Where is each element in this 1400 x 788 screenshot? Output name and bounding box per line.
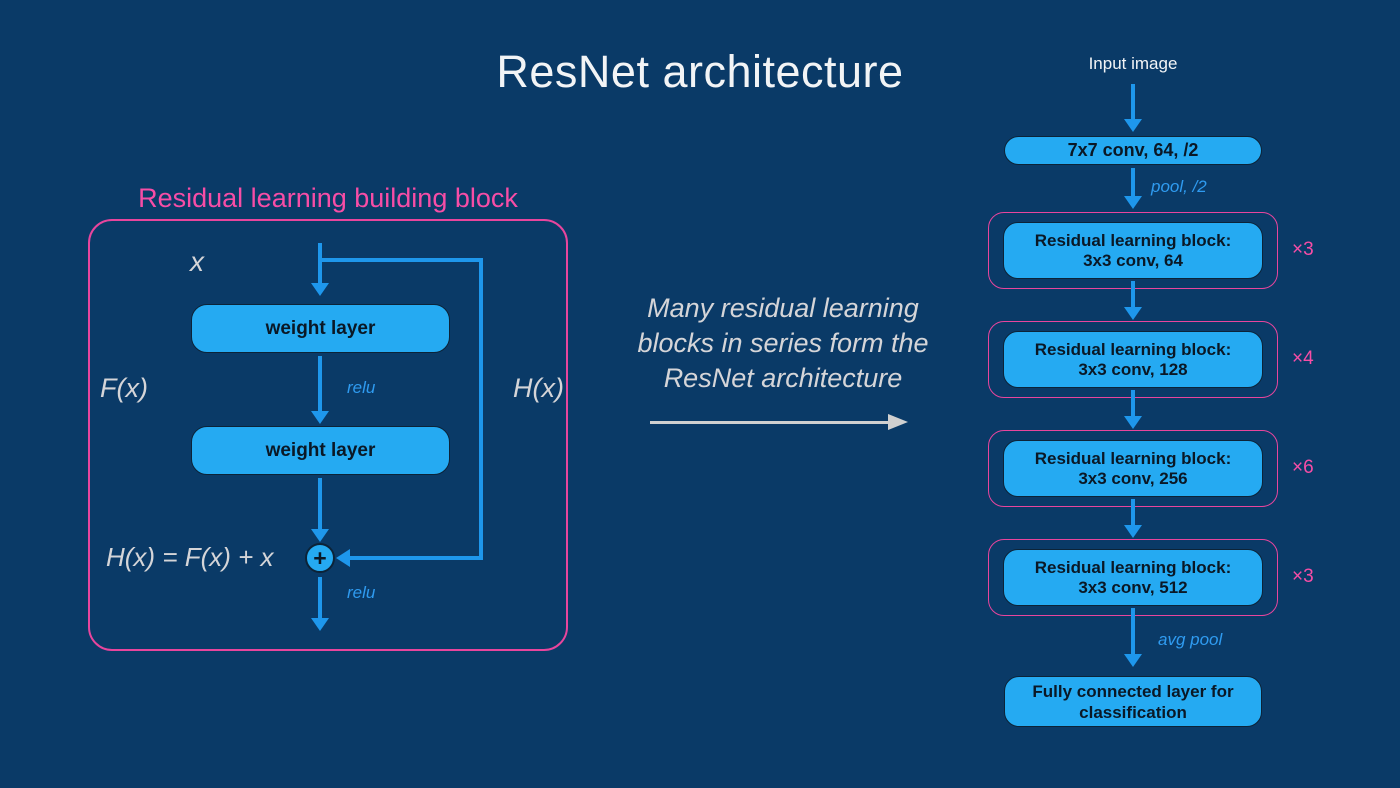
residual-block-4-line1: Residual learning block: xyxy=(1034,557,1232,577)
residual-block-3-line1: Residual learning block: xyxy=(1034,448,1232,468)
multiplier-label-3: ×6 xyxy=(1292,457,1314,478)
residual-block-2-line1: Residual learning block: xyxy=(1034,339,1232,359)
residual-block-box-3: Residual learning block: 3x3 conv, 256 xyxy=(1003,440,1263,497)
residual-block-4-line2: 3x3 conv, 512 xyxy=(1078,577,1188,597)
arrow-down-icon xyxy=(1124,119,1142,132)
multiplier-label-1: ×3 xyxy=(1292,239,1314,260)
fully-connected-box: Fully connected layer for classification xyxy=(1004,676,1262,727)
arrow-down-icon xyxy=(1124,196,1142,209)
residual-block-box-2: Residual learning block: 3x3 conv, 128 xyxy=(1003,331,1263,388)
skip-connection-side-line xyxy=(479,258,483,560)
avgpool-label: avg pool xyxy=(1158,630,1223,649)
relu-label-1: relu xyxy=(347,378,376,397)
caption-arrow-line xyxy=(650,421,888,424)
arrow-down-icon xyxy=(311,529,329,542)
residual-block-1-line1: Residual learning block: xyxy=(1034,230,1232,250)
residual-block-1-line2: 3x3 conv, 64 xyxy=(1083,250,1183,270)
residual-block-box-4: Residual learning block: 3x3 conv, 512 xyxy=(1003,549,1263,606)
weight-layer-box-2: weight layer xyxy=(191,426,450,475)
multiplier-label-2: ×4 xyxy=(1292,348,1314,369)
connector-line xyxy=(318,356,322,412)
connector-line xyxy=(1131,499,1135,526)
skip-connection-bottom-line xyxy=(350,556,481,560)
fully-connected-label: Fully connected layer for classification xyxy=(1032,681,1234,722)
arrow-right-icon xyxy=(888,414,908,430)
connector-line xyxy=(1131,84,1135,120)
addition-node: + xyxy=(305,543,335,573)
residual-block-3-line2: 3x3 conv, 256 xyxy=(1078,468,1188,488)
connector-input-line xyxy=(318,243,322,284)
series-caption: Many residual learning blocks in series … xyxy=(637,293,929,393)
arrow-left-icon xyxy=(336,549,350,567)
weight-layer-label-2: weight layer xyxy=(265,439,376,461)
connector-line xyxy=(1131,608,1135,655)
skip-connection-top-line xyxy=(318,258,483,262)
arrow-down-icon xyxy=(1124,416,1142,429)
weight-layer-box-1: weight layer xyxy=(191,304,450,353)
relu-label-2: relu xyxy=(347,583,376,602)
arrow-down-icon xyxy=(1124,525,1142,538)
arrow-down-icon xyxy=(1124,654,1142,667)
connector-line xyxy=(1131,168,1135,197)
conv7x7-box: 7x7 conv, 64, /2 xyxy=(1004,136,1262,165)
input-image-label: Input image xyxy=(1088,54,1178,73)
residual-block-box-1: Residual learning block: 3x3 conv, 64 xyxy=(1003,222,1263,279)
residual-panel-heading: Residual learning building block xyxy=(138,183,518,213)
page-title: ResNet architecture xyxy=(496,46,904,97)
pool-label: pool, /2 xyxy=(1151,177,1207,196)
x-input-label: x xyxy=(190,246,204,277)
residual-panel-outline xyxy=(88,219,568,651)
residual-equation: H(x) = F(x) + x xyxy=(106,542,274,572)
arrow-down-icon xyxy=(311,618,329,631)
weight-layer-label-1: weight layer xyxy=(265,317,376,339)
arrow-down-icon xyxy=(1124,307,1142,320)
connector-line xyxy=(318,478,322,530)
connector-line xyxy=(1131,390,1135,417)
connector-output-line xyxy=(318,577,322,619)
multiplier-label-4: ×3 xyxy=(1292,566,1314,587)
connector-line xyxy=(1131,281,1135,308)
arrow-down-icon xyxy=(311,283,329,296)
hx-label: H(x) xyxy=(513,373,564,403)
fx-label: F(x) xyxy=(100,373,148,403)
conv7x7-label: 7x7 conv, 64, /2 xyxy=(1067,140,1199,160)
plus-icon: + xyxy=(313,544,327,571)
residual-block-2-line2: 3x3 conv, 128 xyxy=(1078,359,1188,379)
arrow-down-icon xyxy=(311,411,329,424)
